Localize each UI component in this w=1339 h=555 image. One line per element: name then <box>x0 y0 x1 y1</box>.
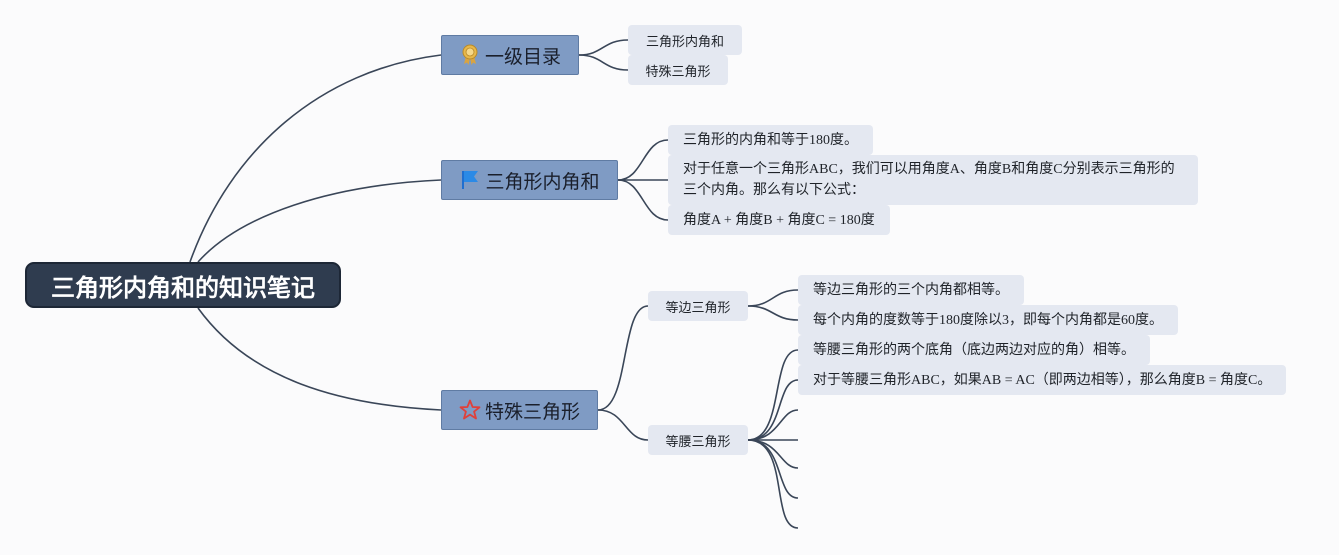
link-root-to-toc <box>189 54 442 263</box>
link-toc-to-leaf-2 <box>578 54 629 71</box>
toc-item-special[interactable]: 特殊三角形 <box>628 55 728 85</box>
angle-sum-note-1[interactable]: 三角形的内角和等于180度。 <box>668 125 873 155</box>
link-isosceles-to-empty-1 <box>747 409 799 441</box>
angle-sum-formula[interactable]: 角度A + 角度B + 角度C = 180度 <box>668 205 890 235</box>
link-equilateral-to-leaf-1 <box>747 289 799 307</box>
link-isosceles-to-empty-5 <box>747 439 799 529</box>
link-toc-to-leaf-1 <box>578 39 629 56</box>
toc-item-angle-sum[interactable]: 三角形内角和 <box>628 25 742 55</box>
equilateral-note-1[interactable]: 等边三角形的三个内角都相等。 <box>798 275 1024 305</box>
red-star-icon <box>459 399 481 421</box>
link-isosceles-to-leaf-1 <box>747 349 799 441</box>
link-root-to-angle-sum <box>197 179 442 263</box>
isosceles-note-1[interactable]: 等腰三角形的两个底角（底边两边对应的角）相等。 <box>798 335 1150 365</box>
blue-flag-icon <box>459 169 481 191</box>
topic-angle-sum[interactable]: 三角形内角和 <box>441 160 618 200</box>
angle-sum-note-2[interactable]: 对于任意一个三角形ABC，我们可以用角度A、角度B和角度C分别表示三角形的三个内… <box>668 155 1198 205</box>
link-special-to-equilateral <box>597 305 649 411</box>
link-equilateral-to-leaf-2 <box>747 305 799 321</box>
link-special-to-isosceles <box>597 409 649 441</box>
topic-special[interactable]: 特殊三角形 <box>441 390 598 430</box>
equilateral-note-2[interactable]: 每个内角的度数等于180度除以3，即每个内角都是60度。 <box>798 305 1178 335</box>
link-root-to-special <box>197 307 442 411</box>
link-isosceles-to-leaf-2 <box>747 379 799 441</box>
award-ribbon-icon <box>459 44 481 66</box>
topic-angle-sum-label: 三角形内角和 <box>485 170 600 193</box>
subtopic-isosceles[interactable]: 等腰三角形 <box>648 425 748 455</box>
link-angle-to-leaf-3 <box>617 179 669 221</box>
link-angle-to-leaf-1 <box>617 139 669 181</box>
isosceles-note-2[interactable]: 对于等腰三角形ABC，如果AB = AC（即两边相等），那么角度B = 角度C。 <box>798 365 1287 395</box>
subtopic-equilateral[interactable]: 等边三角形 <box>648 291 748 321</box>
topic-toc-label: 一级目录 <box>484 45 561 68</box>
root-topic[interactable]: 三角形内角和的知识笔记 <box>25 262 341 308</box>
topic-special-label: 特殊三角形 <box>484 400 580 423</box>
topic-toc[interactable]: 一级目录 <box>441 35 579 75</box>
